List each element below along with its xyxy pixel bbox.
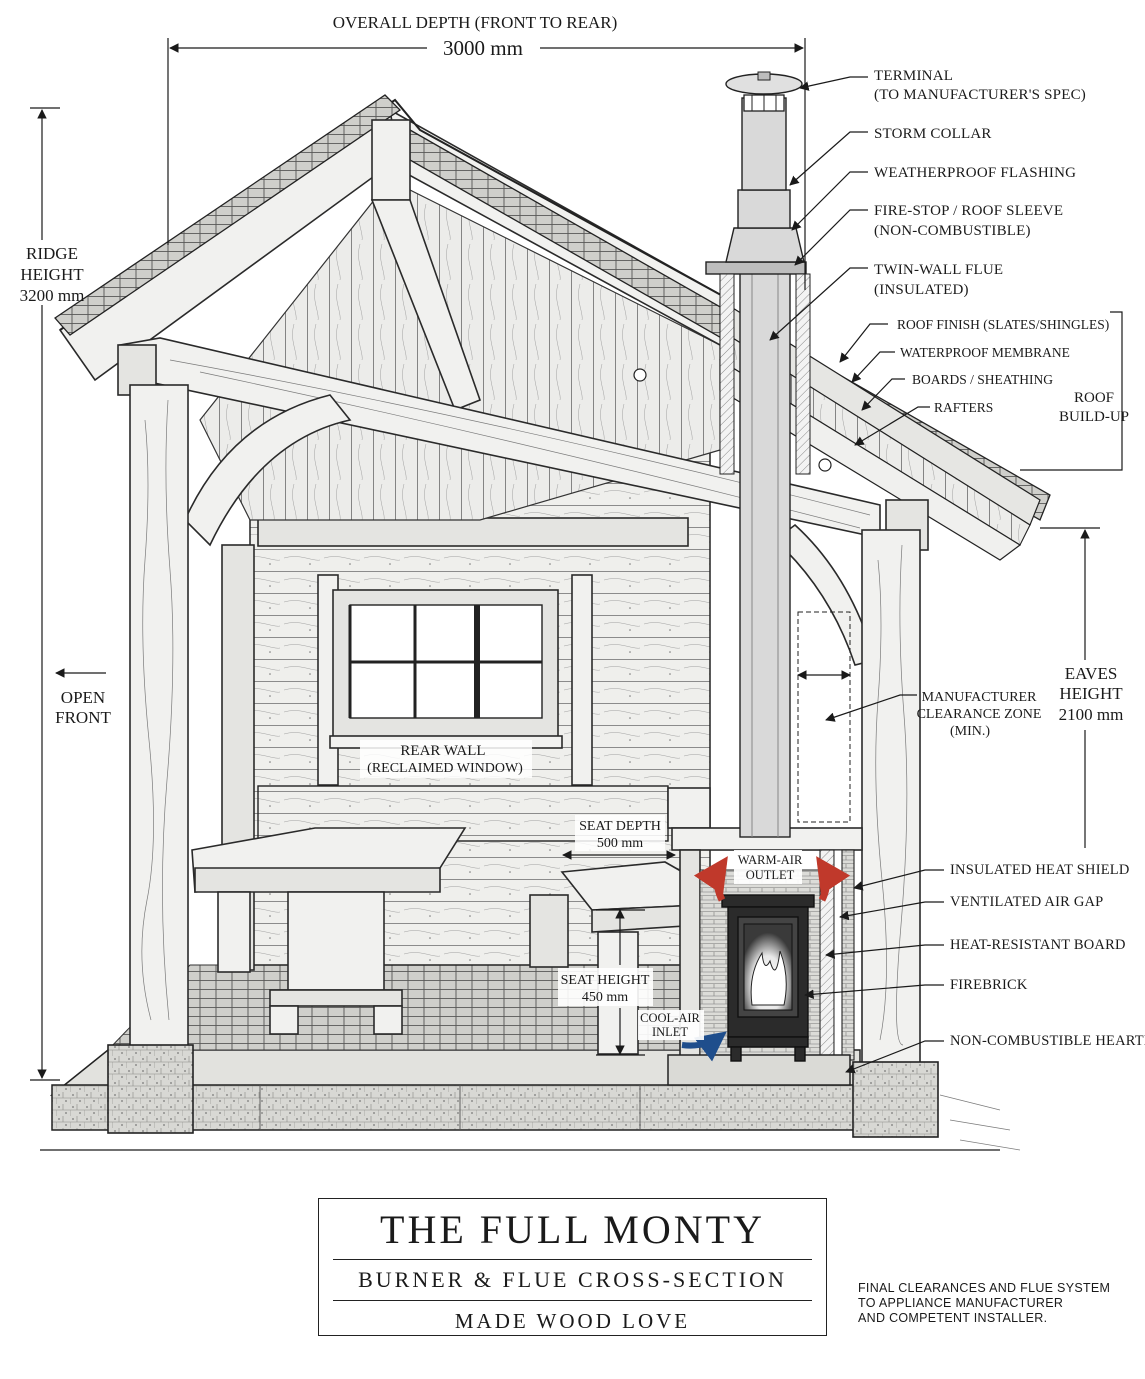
- disclaimer-line2: TO APPLIANCE MANUFACTURER: [858, 1296, 1064, 1310]
- twin-wall-label-line1: TWIN-WALL FLUE: [874, 262, 1003, 278]
- seat-depth-line1: SEAT DEPTH: [579, 819, 661, 834]
- disclaimer-line3: AND COMPETENT INSTALLER.: [858, 1311, 1048, 1325]
- warm-air-arrow-right: [816, 856, 851, 902]
- warm-air-arrow-left: [693, 856, 728, 902]
- brace-right: [773, 523, 877, 666]
- heat-resistant-board-label: HEAT-RESISTANT BOARD: [950, 937, 1126, 953]
- seat-height-line2: 450 mm: [582, 990, 628, 1005]
- table: [191, 827, 467, 1035]
- rear-wall-line2: (RECLAIMED WINDOW): [367, 761, 523, 776]
- clearance-line2: CLEARANCE ZONE: [917, 707, 1042, 722]
- roof-buildup-line2: BUILD-UP: [1059, 409, 1129, 425]
- clearance-text: MANUFACTURER CLEARANCE ZONE (MIN.): [917, 690, 1042, 739]
- reclaimed-window: [329, 589, 563, 749]
- hearth-label: NON-COMBUSTIBLE HEARTH: [950, 1033, 1145, 1049]
- seat-height-line1: SEAT HEIGHT: [561, 973, 650, 988]
- terminal-label-line1: TERMINAL: [874, 68, 953, 84]
- roof-layer-boards: BOARDS / SHEATHING: [912, 372, 1053, 387]
- disclaimer-note: FINAL CLEARANCES AND FLUE SYSTEM TO APPL…: [858, 1281, 1128, 1326]
- drawing-title: THE FULL MONTY: [380, 1207, 765, 1252]
- rear-wall-line1: REAR WALL: [400, 743, 485, 759]
- ventilated-air-gap-label: VENTILATED AIR GAP: [950, 894, 1103, 910]
- warm-air-line2: OUTLET: [746, 868, 795, 882]
- fire-stop-label-line2: (NON-COMBUSTIBLE): [874, 223, 1031, 239]
- cool-air-arrow: [681, 1031, 727, 1062]
- stone-pad-front: [107, 1044, 194, 1134]
- stove-text: WARM-AIR OUTLET COOL-AIR INLET INSULATED…: [638, 850, 1145, 1049]
- cool-air-line2: INLET: [652, 1025, 688, 1039]
- disclaimer-line1: FINAL CLEARANCES AND FLUE SYSTEM: [858, 1281, 1111, 1295]
- title-divider: [333, 1259, 812, 1261]
- flue-pipe-upper: [741, 97, 787, 191]
- weatherproof-flashing: [725, 227, 805, 263]
- roof-buildup-line1: ROOF: [1074, 390, 1114, 406]
- roof-layer-membrane: WATERPROOF MEMBRANE: [900, 345, 1070, 360]
- roof-layer-finish: ROOF FINISH (SLATES/SHINGLES): [897, 317, 1109, 332]
- stone-pad-rear: [852, 1061, 939, 1138]
- firebrick-label: FIREBRICK: [950, 977, 1028, 993]
- wood-burner: [721, 894, 815, 1062]
- stove-enclosure: [667, 827, 863, 1086]
- king-strut: [370, 199, 482, 412]
- roof-buildup-text: ROOF FINISH (SLATES/SHINGLES) WATERPROOF…: [897, 317, 1129, 425]
- twin-wall-flue: [739, 271, 791, 838]
- ridge-height-line3: 3200 mm: [20, 286, 85, 305]
- title-block: THE FULL MONTY BURNER & FLUE CROSS-SECTI…: [318, 1198, 827, 1336]
- hearth-slab: [667, 1054, 851, 1086]
- terminal-label-line2: (TO MANUFACTURER'S SPEC): [874, 87, 1086, 103]
- heat-shield-strip: [841, 849, 855, 1061]
- brace-left: [184, 394, 352, 547]
- eaves-height-line3: 2100 mm: [1059, 705, 1124, 724]
- table-pedestal: [287, 891, 385, 991]
- overall-depth-value: 3000 mm: [443, 36, 523, 60]
- seat-depth-line2: 500 mm: [597, 836, 643, 851]
- ridge-height-line1: RIDGE: [26, 244, 78, 263]
- leader-lines: [769, 76, 944, 1074]
- ridge-post: [371, 119, 411, 201]
- fire-stop-sleeve: [705, 261, 807, 275]
- rear-wall-rail: [257, 517, 689, 547]
- roof-layer-rafters: RAFTERS: [934, 400, 993, 415]
- fire-stop-label-line1: FIRE-STOP / ROOF SLEEVE: [874, 203, 1063, 219]
- flue-system: [705, 71, 811, 838]
- air-gap-strip: [833, 849, 843, 1061]
- insulated-heat-shield-label: INSULATED HEAT SHIELD: [950, 862, 1130, 878]
- post-front: [129, 384, 189, 1051]
- open-front-line1: OPEN: [61, 688, 105, 707]
- clearance-line3: (MIN.): [950, 724, 990, 739]
- rear-wall-text: REAR WALL (RECLAIMED WINDOW): [360, 740, 532, 778]
- dimension-text: OVERALL DEPTH (FRONT TO REAR) 3000 mm RI…: [20, 13, 1124, 1006]
- overall-depth-label: OVERALL DEPTH (FRONT TO REAR): [333, 13, 618, 32]
- twin-wall-label-line2: (INSULATED): [874, 282, 969, 298]
- eaves-height-line1: EAVES: [1065, 664, 1118, 683]
- dimension-lines: [30, 38, 1123, 1081]
- subtitle-divider: [333, 1300, 812, 1302]
- cool-air-line1: COOL-AIR: [640, 1011, 700, 1025]
- eaves-height-line2: HEIGHT: [1059, 684, 1123, 703]
- drawing-subtitle: BURNER & FLUE CROSS-SECTION: [358, 1267, 787, 1293]
- post-rear: [861, 529, 921, 1066]
- flashing-label: WEATHERPROOF FLASHING: [874, 165, 1076, 181]
- ridge-height-line2: HEIGHT: [20, 265, 84, 284]
- storm-collar-label: STORM COLLAR: [874, 126, 992, 142]
- frame: [107, 337, 939, 1138]
- flue-text: TERMINAL (TO MANUFACTURER'S SPEC) STORM …: [874, 68, 1086, 298]
- storm-collar: [737, 189, 791, 229]
- open-front-line2: FRONT: [55, 708, 111, 727]
- clearance-zone: [797, 611, 851, 823]
- warm-air-line1: WARM-AIR: [738, 853, 803, 867]
- clearance-line1: MANUFACTURER: [922, 690, 1038, 705]
- brand-name: MADE WOOD LOVE: [454, 1309, 691, 1334]
